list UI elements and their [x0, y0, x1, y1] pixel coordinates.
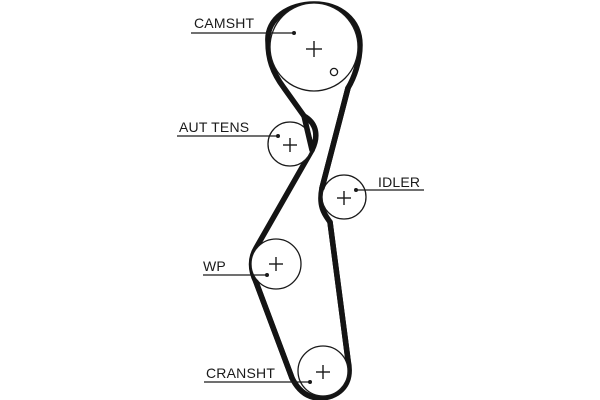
label-cransht-group: CRANSHT	[204, 365, 312, 384]
label-idler: IDLER	[378, 174, 420, 190]
timing-belt-spans	[253, 85, 351, 381]
idler-pulley	[321, 174, 367, 220]
water-pump-pulley	[250, 238, 302, 290]
timing-mark-icon	[329, 67, 339, 77]
label-camsht-group: CAMSHT	[191, 15, 296, 35]
auto-tensioner-pulley	[267, 121, 313, 167]
label-camsht: CAMSHT	[194, 15, 255, 31]
label-idler-group: IDLER	[354, 174, 424, 192]
timing-belt	[248, 1, 363, 400]
label-cransht: CRANSHT	[206, 365, 275, 381]
label-wp-group: WP	[203, 258, 269, 277]
crankshaft-pulley	[297, 345, 349, 397]
label-aut-tens-group: AUT TENS	[177, 119, 280, 138]
camshaft-pulley	[269, 2, 359, 92]
label-wp: WP	[203, 258, 226, 274]
label-aut-tens: AUT TENS	[179, 119, 249, 135]
